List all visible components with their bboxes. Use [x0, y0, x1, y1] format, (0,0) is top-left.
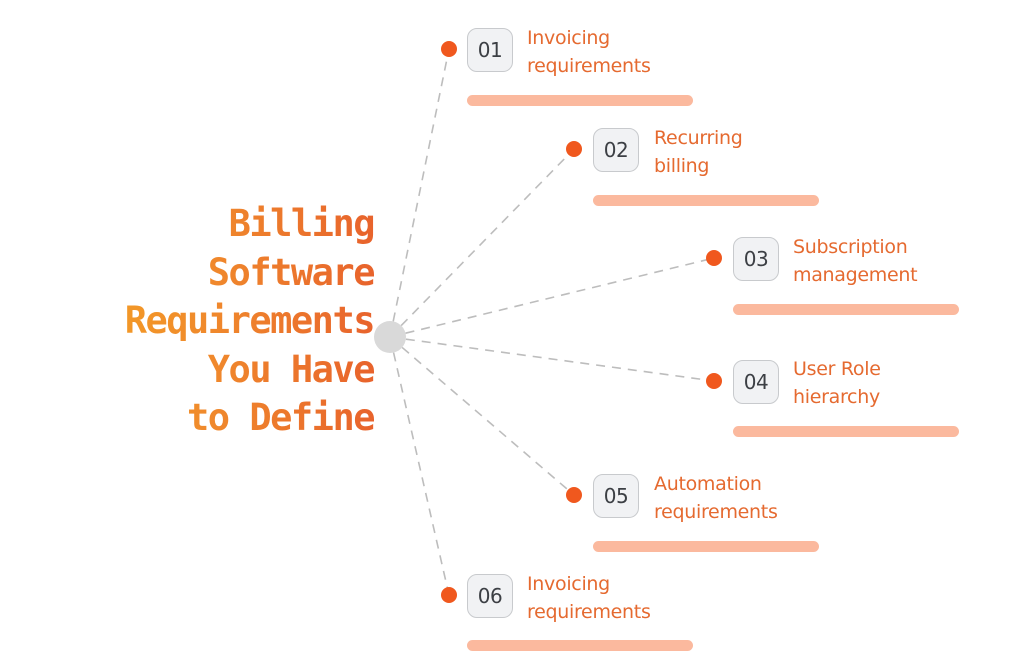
connector-06	[389, 336, 450, 596]
progress-bar	[593, 541, 819, 552]
dot-02	[566, 141, 582, 157]
item-label: Invoicing requirements	[527, 573, 651, 623]
number-badge: 02	[593, 128, 639, 172]
item-label: Subscription management	[793, 236, 918, 286]
item-label: Recurring billing	[654, 127, 743, 177]
hub-circle	[374, 321, 406, 353]
connector-04	[389, 336, 715, 382]
progress-bar	[467, 95, 693, 106]
dot-05	[566, 487, 582, 503]
dot-03	[706, 250, 722, 266]
connector-02	[389, 148, 575, 338]
connector-03	[389, 257, 715, 338]
dot-04	[706, 373, 722, 389]
dot-06	[441, 587, 457, 603]
number-badge: 06	[467, 574, 513, 618]
number-badge: 03	[733, 237, 779, 281]
number-badge: 04	[733, 360, 779, 404]
progress-bar	[593, 195, 819, 206]
item-label: Automation requirements	[654, 473, 778, 523]
progress-bar	[467, 640, 693, 651]
connector-05	[389, 336, 575, 496]
number-badge: 01	[467, 28, 513, 72]
item-label: User Role hierarchy	[793, 358, 881, 408]
dot-01	[441, 41, 457, 57]
progress-bar	[733, 426, 959, 437]
number-badge: 05	[593, 474, 639, 518]
connector-01	[389, 48, 450, 338]
item-label: Invoicing requirements	[527, 27, 651, 77]
progress-bar	[733, 304, 959, 315]
